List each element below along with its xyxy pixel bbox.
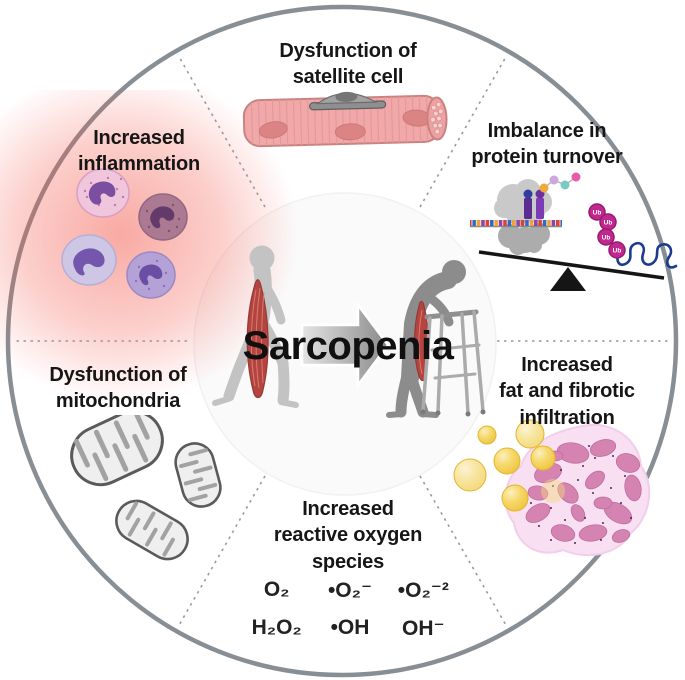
ros-formula: •OH [330,616,370,639]
mitochondrion-icon [174,442,222,508]
elderly-person-silhouette [386,260,466,418]
immune-cell-icon [76,168,130,218]
ros-formula: H₂O₂ [251,616,302,639]
cell-nucleus [139,264,163,286]
walker-icon [420,309,486,417]
protein-section-title: Imbalance in protein turnover [471,120,623,169]
fat-section-title: Increased fat and fibrotic infiltration [499,354,635,429]
ub-label: Ub [613,247,622,254]
progression-arrow-icon [300,301,390,389]
ubiquitin-chain-icon: Ub Ub Ub Ub [588,203,626,259]
fiber-nuclei [258,109,432,141]
ub-label: Ub [604,219,613,226]
mitochondrion-icon [70,415,164,487]
immune-cell-icon [126,251,176,299]
ros-section-title: Increased reactive oxygen species [273,498,423,573]
center-title: Sarcopenia [242,324,454,368]
seesaw-fulcrum [550,267,586,291]
ros-formula: •O₂⁻ [327,579,373,602]
divider-upper-left [177,54,266,208]
center-illustration [212,245,486,418]
mitochondrion-icon [115,499,189,561]
ros-formula: •O₂⁻² [397,579,449,602]
ros-formula: O₂ [263,578,290,601]
cell-nucleus [150,206,175,229]
protein-squiggle-icon [616,241,678,269]
fat-droplet-icons [453,419,565,512]
inflammation-section-title: Increased inflammation [77,127,201,176]
ub-label: Ub [593,209,602,216]
mrna-strand [470,220,562,226]
immune-cells-illustration [61,168,188,299]
cell-nucleus [88,181,116,205]
amino-acid-chain-icon [539,172,581,193]
immune-cell-icon [138,193,188,241]
ros-formula-grid: O₂ •O₂⁻ •O₂⁻² H₂O₂ •OH OH⁻ [240,578,460,641]
protein-turnover-illustration: Ub Ub Ub Ub [470,172,678,291]
divider-upper-right [419,54,508,208]
satellite-section-title: Dysfunction of satellite cell [279,40,417,89]
ub-label: Ub [602,234,611,241]
young-muscle-icon [246,279,269,399]
ros-formula: OH⁻ [402,617,445,640]
immune-cell-icon [61,234,117,286]
young-person-silhouette [212,245,299,408]
divider-lower-right [419,475,508,628]
divider-lower-left [177,475,266,628]
satellite-cell-nucleus [335,91,358,102]
fiber-cap-myofibrils [430,101,444,135]
satellite-cell-icon [309,91,387,111]
muscle-fiber-illustration [242,91,448,148]
mitochondria-section-title: Dysfunction of mitochondria [49,364,187,413]
cell-nucleus [73,248,105,276]
seesaw-icon [478,250,665,291]
mitochondria-illustration [70,415,222,561]
fat-fibrosis-illustration [453,419,651,557]
